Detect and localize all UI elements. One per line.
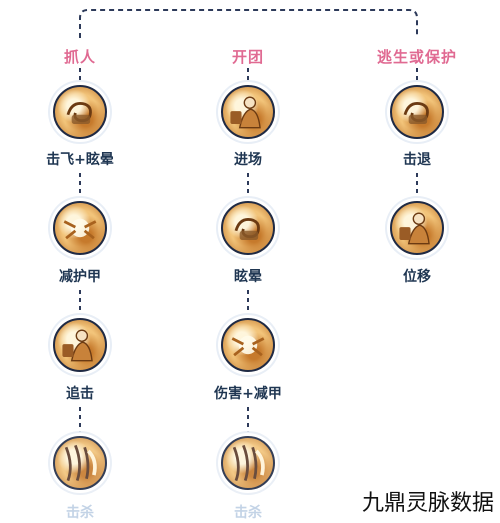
watermark-text: 九鼎灵脉数据 [361,491,494,516]
swirl-fist-skill-icon [390,85,444,139]
skill-art [66,102,92,125]
swirl-fist-skill-icon [53,85,107,139]
skill-art [62,329,93,362]
node-label-teamfight-3: 伤害+减甲 [214,386,282,402]
node-label-grab-4: 击杀 [66,505,94,521]
node-label-grab-1: 击飞+眩晕 [46,152,114,168]
skill-art [230,96,261,129]
column-header-teamfight: 开团 [231,48,264,66]
node-label-teamfight-4: 击杀 [234,505,262,521]
node-label-teamfight-2: 眩晕 [234,269,262,285]
swirl-fist-skill-icon [221,201,275,255]
claw-slash-skill-icon [53,436,107,490]
column-header-escape-protect: 逃生或保护 [376,48,457,66]
node-label-teamfight-1: 进场 [234,152,262,168]
node-label-escape-protect-2: 位移 [403,269,431,285]
skill-art [63,218,97,240]
skill-art [403,102,429,125]
skill-art [234,218,260,241]
monk-strike-skill-icon [53,318,107,372]
claw-slash-skill-icon [221,436,275,490]
bright-palm-skill-icon [53,201,107,255]
skill-art [231,335,265,357]
column-header-grab: 抓人 [63,48,96,66]
skill-art [64,444,97,482]
skill-art [399,212,430,245]
node-label-grab-2: 减护甲 [59,269,101,285]
header-bracket-connector [79,9,418,38]
monk-strike-skill-icon [390,201,444,255]
node-label-escape-protect-1: 击退 [403,152,431,168]
bright-palm-skill-icon [221,318,275,372]
monk-leap-skill-icon [221,85,275,139]
node-label-grab-3: 追击 [66,386,94,402]
skill-art [232,444,265,482]
